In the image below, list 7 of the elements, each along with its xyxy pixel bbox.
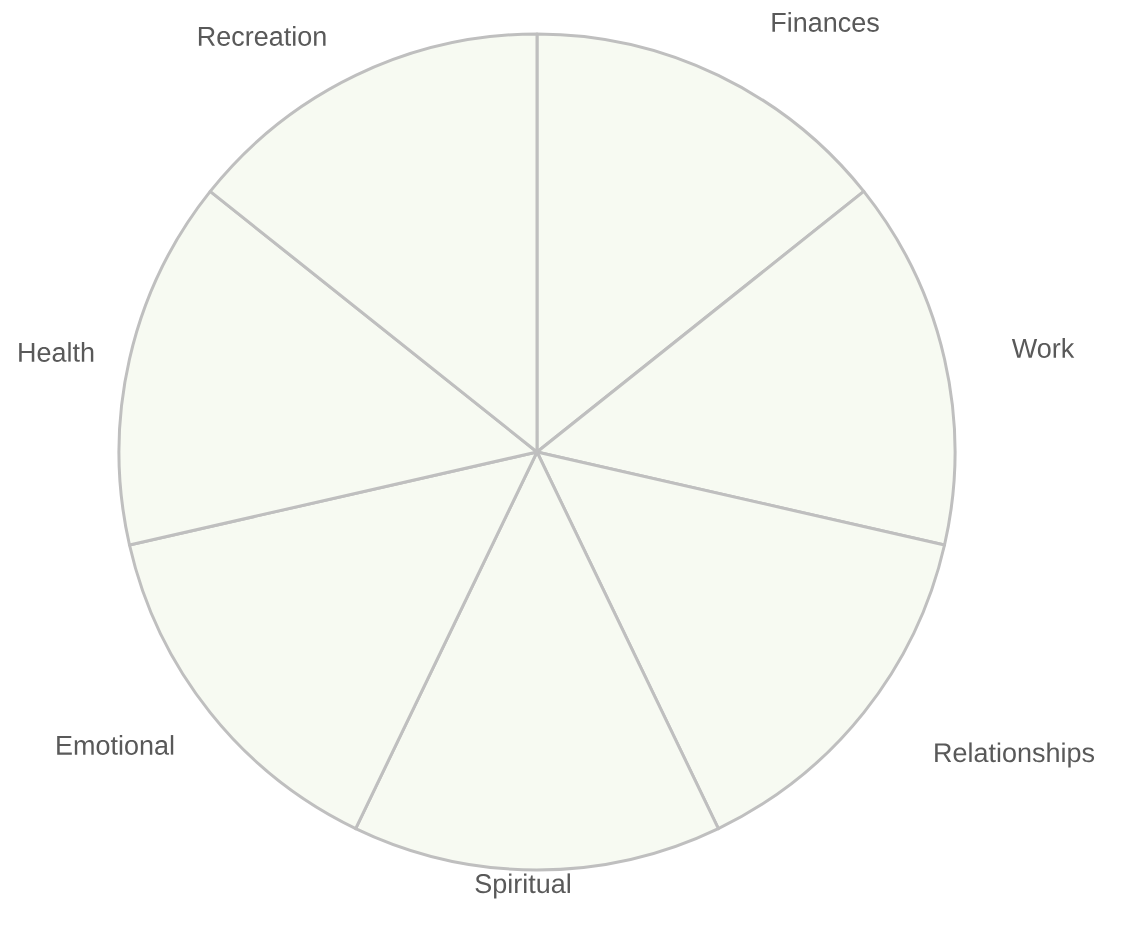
- segment-label: Finances: [772, 12, 879, 32]
- segment-label: Health: [19, 342, 94, 362]
- segment-label: Relationships: [935, 742, 1095, 768]
- segment-label: Work: [1011, 338, 1075, 358]
- segment-label: Spiritual: [475, 873, 570, 899]
- segment-label: Recreation: [198, 26, 326, 46]
- segment-label: Emotional: [57, 735, 174, 755]
